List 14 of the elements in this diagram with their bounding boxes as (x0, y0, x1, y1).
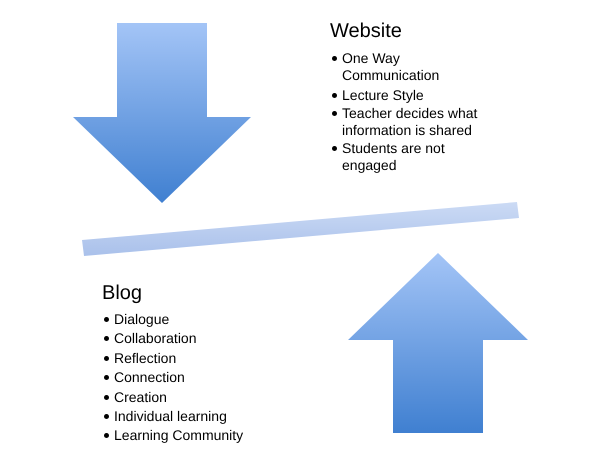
list-item: Learning Community (114, 427, 244, 444)
list-item: Creation (114, 389, 167, 406)
list-item: Reflection (114, 350, 176, 366)
list-item: Lecture Style (342, 87, 425, 104)
heading: Blog (102, 281, 142, 305)
list-item: Individual learning (114, 408, 227, 424)
list-item: Teacher decides what information is shared (342, 105, 478, 138)
heading: Website (330, 19, 402, 43)
list-item: Dialogue (114, 311, 170, 328)
list-item: One Way Communication (342, 50, 440, 83)
list-item: Connection (114, 369, 185, 386)
tilted-bar (82, 202, 519, 256)
list-item: Students are not engaged (342, 140, 446, 173)
list-item: Collaboration (114, 330, 196, 346)
